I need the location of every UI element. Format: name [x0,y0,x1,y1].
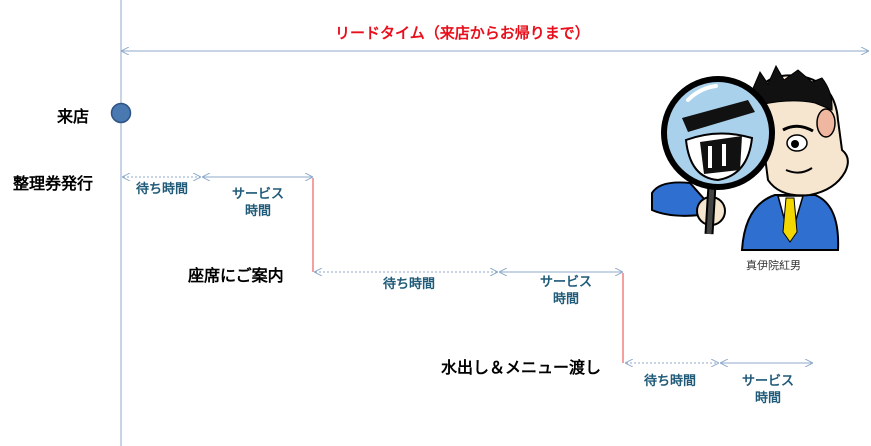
step-ticket-label: 整理券発行 [13,170,93,194]
wait-time-label-1: 待ち時間 [136,181,188,198]
wait-time-label-2: 待ち時間 [383,276,435,293]
service-time-label-1: サービス 時間 [226,186,290,220]
service-time-label-1-line1: サービス [226,186,290,203]
service-time-label-2-line1: サービス [534,274,598,291]
service-time-label-3: サービス 時間 [736,373,800,407]
step-visit-label: 来店 [57,103,89,127]
visit-marker [112,104,131,123]
lead-time-title: リードタイム（来店からお帰りまで） [335,22,590,43]
service-time-label-3-line1: サービス [736,373,800,390]
service-time-label-1-line2: 時間 [226,203,290,220]
service-time-label-2-line2: 時間 [534,291,598,308]
service-time-label-3-line2: 時間 [736,390,800,407]
wait-time-label-3: 待ち時間 [644,373,696,390]
service-time-label-2: サービス 時間 [534,274,598,308]
step-seating-label: 座席にご案内 [188,262,284,286]
detective-magnifier-icon [652,66,848,250]
illustration-caption: 真伊院紅男 [746,257,801,273]
step-water-label: 水出し＆メニュー渡し [441,354,601,378]
